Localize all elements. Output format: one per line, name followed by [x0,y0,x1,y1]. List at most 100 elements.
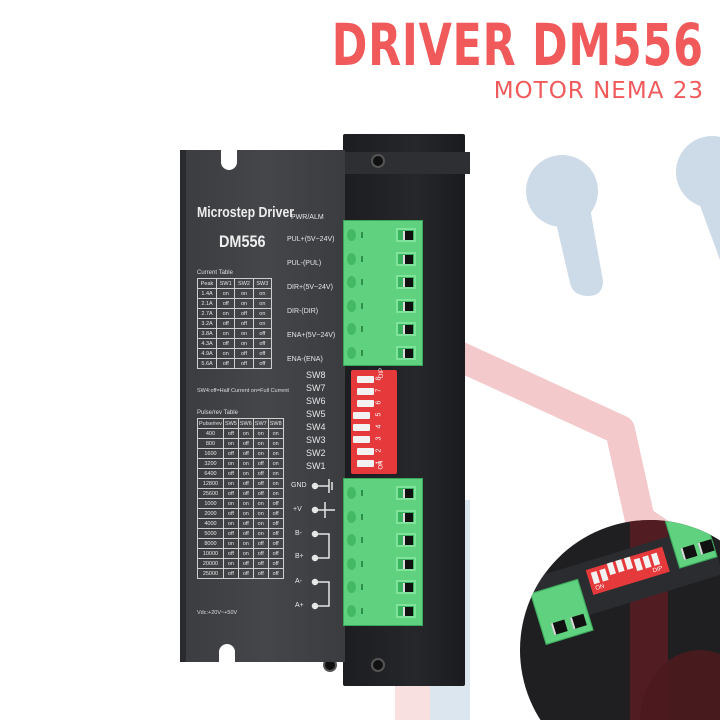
terminal-screw-icon[interactable] [347,581,356,593]
table-cell: on [237,468,254,479]
table-cell: on [252,448,269,459]
terminal-marker [361,279,363,285]
table-cell: off [267,528,284,539]
table-cell: on [222,458,239,469]
terminal-screw-icon[interactable] [347,604,356,617]
table-cell: SW6 [237,418,254,429]
dip-lever-sw8[interactable] [357,376,374,383]
terminal-screw-icon[interactable] [347,346,356,359]
power-terminal-block[interactable] [343,478,423,626]
terminal-marker [361,513,363,520]
terminal-wire-slot[interactable] [396,228,416,242]
table-cell: 3200 [197,458,224,469]
mounting-slot-top [221,150,237,170]
terminal-wire-slot[interactable] [396,509,416,524]
table-cell: on [237,458,254,469]
table-cell: off [267,508,284,519]
table-cell: on [222,478,239,489]
terminal-wire-slot[interactable] [396,580,416,594]
dip-number: 6 [375,400,383,405]
dip-number: 2 [375,448,383,453]
terminal-screw-icon[interactable] [347,323,356,335]
table-cell: on [267,478,284,489]
terminal-wire-slot[interactable] [396,533,416,547]
table-cell: SW8 [267,418,284,429]
dip-lever-sw1[interactable] [357,460,374,467]
terminal-wire-slot[interactable] [396,556,416,571]
dip-lever-sw5[interactable] [353,412,370,419]
dip-lever-sw7[interactable] [357,388,374,395]
table-cell: on [216,328,236,339]
terminal-screw-icon[interactable] [347,229,356,241]
terminal-wire-slot[interactable] [396,251,416,266]
driver-model-label: DM556 [219,232,266,251]
table-cell: 2.7A [196,308,218,319]
inset-on-label: ON [594,583,606,592]
table-cell: on [222,438,239,449]
table-cell: off [216,298,236,309]
terminal-wire-slot[interactable] [396,298,416,313]
terminal-wire-slot[interactable] [396,603,416,618]
label-pwr-alm: PWR/ALM [291,214,324,221]
table-cell: 8000 [197,538,224,549]
inset-dip-lever [623,556,634,570]
dip-lever-sw4[interactable] [353,424,370,431]
table-cell: off [252,478,269,489]
terminal-screw-icon[interactable] [347,487,356,499]
table-cell: on [216,308,236,319]
table-cell: 4.9A [196,348,218,359]
dip-lever-sw3[interactable] [353,436,370,443]
table-cell: off [252,488,269,499]
inset-dip-lever [590,571,600,585]
table-cell: on [216,348,236,359]
terminal-screw-icon[interactable] [347,252,356,265]
table-cell: on [252,308,273,319]
terminal-wire-slot[interactable] [396,322,416,336]
table-cell: off [234,318,254,329]
table-cell: SW1 [216,278,236,289]
table-cell: on [252,438,269,449]
terminal-screw-icon[interactable] [347,557,356,570]
terminal-screw-icon[interactable] [347,299,356,312]
table-cell: off [237,568,254,579]
terminal-wire-slot[interactable] [396,345,416,360]
terminal-marker [361,607,363,614]
table-cell: on [237,508,254,519]
table-cell: off [222,488,239,499]
table-cell: on [252,498,269,509]
terminal-wire-slot[interactable] [396,486,416,500]
table-cell: off [252,558,269,569]
terminal-screw-icon[interactable] [347,510,356,523]
label-sw1: SW1 [306,461,326,471]
terminal-marker [361,232,363,238]
pulse-table-title: Pulse/rev Table [197,410,238,416]
label-sw5: SW5 [306,409,326,419]
dip-lever-sw2[interactable] [357,448,374,455]
table-cell: off [216,318,236,329]
table-cell: on [237,538,254,549]
table-cell: off [222,468,239,479]
table-cell: 3.2A [196,318,218,329]
label-sw3: SW3 [306,435,326,445]
terminal-wire-slot[interactable] [396,275,416,289]
signal-terminal-block[interactable] [343,220,423,366]
screw-icon [371,154,385,168]
table-cell: 1000 [197,498,224,509]
table-cell: off [267,548,284,559]
table-cell: off [234,348,254,359]
table-cell: 12800 [197,478,224,489]
dip-number: 5 [375,412,383,417]
dip-lever-sw6[interactable] [357,400,374,407]
dip-number: 4 [375,424,383,429]
terminal-screw-icon[interactable] [347,534,356,546]
table-cell: off [267,568,284,579]
terminal-screw-icon[interactable] [347,276,356,288]
label-vplus: +V [293,506,302,513]
table-cell: off [237,518,254,529]
